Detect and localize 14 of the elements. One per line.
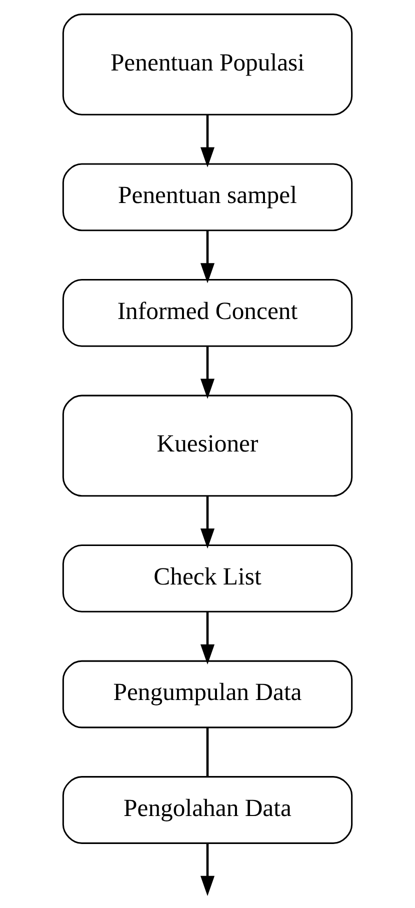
arrow [200, 230, 215, 284]
node-box: Pengolahan Data [62, 776, 353, 844]
node-box: Penentuan Populasi [62, 14, 353, 116]
arrow [200, 612, 215, 665]
node-box: Penentuan sampel [62, 163, 353, 232]
arrow [200, 844, 215, 896]
arrow [200, 346, 215, 399]
node-box: Kuesioner [62, 394, 353, 497]
node-box: Informed Concent [62, 279, 353, 347]
arrow [200, 496, 215, 549]
node-box: Pengumpulan Data [62, 660, 353, 728]
node-box: Check List [62, 544, 353, 612]
connector [206, 728, 209, 777]
arrow [200, 115, 215, 168]
